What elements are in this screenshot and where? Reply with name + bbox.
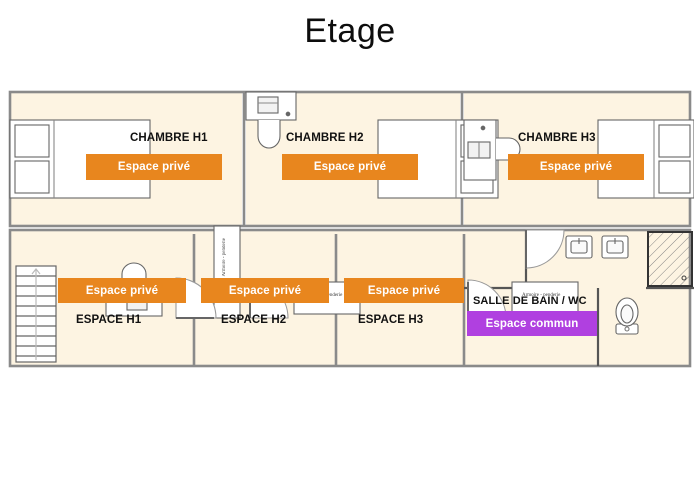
room-label-espace-h3: ESPACE H3 — [358, 314, 424, 326]
toilet-seat — [620, 304, 634, 324]
badge-espace-h1[interactable]: Espace privé — [58, 278, 186, 303]
room-label-espace-h2: ESPACE H2 — [221, 314, 287, 326]
shower — [647, 231, 693, 287]
desk-h2-item — [285, 111, 291, 117]
badge-espace-h3[interactable]: Espace privé — [344, 278, 464, 303]
pillow-h3-a — [658, 124, 691, 158]
badge-chambre-h3[interactable]: Espace privé — [508, 154, 644, 180]
bathroom-fixtures — [525, 229, 693, 335]
pillow-h3-b — [658, 160, 691, 194]
wardrobe-h3 — [511, 281, 579, 315]
floor-plan: CHAMBRE H1 Espace privé Armoire - pender… — [6, 88, 694, 370]
door-bath-swing — [525, 229, 565, 269]
stair-direction-arrow — [31, 268, 41, 275]
room-label-chambre-h2: CHAMBRE H2 — [286, 132, 364, 144]
badge-espace-h2[interactable]: Espace privé — [201, 278, 329, 303]
toilet-flush — [624, 326, 630, 332]
room-label-espace-h1: ESPACE H1 — [76, 314, 142, 326]
wardrobe-h1 — [213, 225, 241, 319]
page-title: Etage — [304, 12, 396, 50]
chambre-h3-furniture — [463, 119, 694, 319]
pillow-h1-b — [14, 160, 50, 194]
desk-h3-item — [480, 125, 486, 131]
desk-h2-monitor — [257, 96, 279, 114]
room-label-salle-de-bain-wc: SALLE DE BAIN / WC — [473, 295, 587, 307]
furniture-label-wardrobe-h1: Armoire - penderie — [222, 238, 227, 277]
room-label-chambre-h1: CHAMBRE H1 — [130, 132, 208, 144]
badge-chambre-h2[interactable]: Espace privé — [282, 154, 418, 180]
shower-drain — [681, 275, 687, 281]
floor-plan-drawing — [8, 90, 694, 368]
furniture-label-wardrobe-h3: Armoire - penderie — [522, 293, 561, 298]
plan-labels: CHAMBRE H1 Espace privé Armoire - pender… — [6, 88, 694, 370]
badge-chambre-h1[interactable]: Espace privé — [86, 154, 222, 180]
chair-h2 — [257, 120, 281, 149]
badge-salle-de-bain-wc[interactable]: Espace commun — [467, 311, 597, 336]
wall-lower-band — [8, 228, 692, 368]
room-label-chambre-h3: CHAMBRE H3 — [518, 132, 596, 144]
staircase — [15, 265, 57, 363]
pillow-h1-a — [14, 124, 50, 158]
